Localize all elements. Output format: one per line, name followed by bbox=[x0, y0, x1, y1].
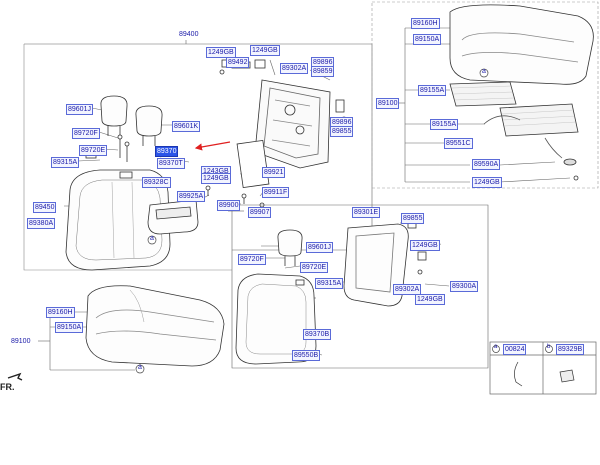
legend-label-89329b[interactable]: 89329B bbox=[556, 344, 585, 355]
label-89315a-upper[interactable]: 89315A bbox=[51, 157, 80, 168]
label-89590a[interactable]: 89590A bbox=[472, 159, 501, 170]
label-89370t[interactable]: 89370T bbox=[157, 158, 185, 169]
label-89328c[interactable]: 89328C bbox=[142, 177, 171, 188]
label-1249gb-c[interactable]: 1249GB bbox=[201, 173, 231, 184]
front-direction-label: FR. bbox=[0, 382, 15, 392]
label-89720f-upper[interactable]: 89720F bbox=[72, 128, 100, 139]
label-89302a-upper[interactable]: 89302A bbox=[280, 63, 309, 74]
label-89450[interactable]: 89450 bbox=[33, 202, 57, 213]
label-89855-upper[interactable]: 89855 bbox=[330, 126, 354, 137]
label-89160h-top[interactable]: 89160H bbox=[411, 18, 440, 29]
label-89907[interactable]: 89907 bbox=[248, 207, 272, 218]
label-89859[interactable]: 89859 bbox=[311, 66, 335, 77]
label-89370b[interactable]: 89370B bbox=[303, 329, 332, 340]
legend-label-00824[interactable]: 00824 bbox=[503, 344, 527, 355]
label-89300a[interactable]: 89300A bbox=[450, 281, 479, 292]
label-89720e-lower[interactable]: 89720E bbox=[300, 262, 329, 273]
label-89720f-lower[interactable]: 89720F bbox=[238, 254, 266, 265]
ref-circle-a-left: a bbox=[150, 235, 154, 242]
label-89160h-lower[interactable]: 89160H bbox=[46, 307, 75, 318]
label-89550b[interactable]: 89550B bbox=[292, 350, 321, 361]
label-89150a-top[interactable]: 89150A bbox=[413, 34, 442, 45]
legend-ref-b: b bbox=[547, 344, 551, 350]
label-1249gb-a[interactable]: 1249GB bbox=[206, 47, 236, 58]
label-89155a-1[interactable]: 89155A bbox=[418, 85, 447, 96]
label-89720e-upper[interactable]: 89720E bbox=[79, 145, 108, 156]
label-89100-lower[interactable]: 89100 bbox=[11, 338, 31, 345]
label-89302a-lower[interactable]: 89302A bbox=[393, 284, 422, 295]
label-assembly-89400[interactable]: 89400 bbox=[179, 31, 199, 38]
ref-circle-a-top: a bbox=[482, 68, 486, 75]
label-89150a-lower[interactable]: 89150A bbox=[55, 322, 84, 333]
label-1249gb-top[interactable]: 1249GB bbox=[472, 177, 502, 188]
label-89925a[interactable]: 89925A bbox=[177, 191, 206, 202]
label-89601j-lower[interactable]: 89601J bbox=[306, 242, 333, 253]
label-89380a[interactable]: 89380A bbox=[27, 218, 56, 229]
label-89911f[interactable]: 89911F bbox=[262, 187, 290, 198]
label-89601k[interactable]: 89601K bbox=[172, 121, 201, 132]
label-89921[interactable]: 89921 bbox=[262, 167, 286, 178]
label-89900[interactable]: 89900 bbox=[217, 200, 241, 211]
label-89601j-upper[interactable]: 89601J bbox=[66, 104, 93, 115]
label-assembly-89301e[interactable]: 89301E bbox=[352, 207, 381, 218]
label-89155a-2[interactable]: 89155A bbox=[430, 119, 459, 130]
label-1249gb-d[interactable]: 1249GB bbox=[410, 240, 440, 251]
label-89100-top[interactable]: 89100 bbox=[376, 98, 400, 109]
label-1249gb-e[interactable]: 1249GB bbox=[415, 294, 445, 305]
label-89492[interactable]: 89492 bbox=[226, 57, 250, 68]
label-1249gb-b[interactable]: 1249GB bbox=[250, 45, 280, 56]
label-89370-highlighted[interactable]: 89370 bbox=[155, 146, 179, 157]
ref-circle-a-lower: a bbox=[138, 364, 142, 371]
legend-ref-a: a bbox=[494, 344, 498, 350]
label-89551c[interactable]: 89551C bbox=[444, 138, 473, 149]
label-89315a-lower[interactable]: 89315A bbox=[315, 278, 344, 289]
label-89855-lower[interactable]: 89855 bbox=[401, 213, 425, 224]
